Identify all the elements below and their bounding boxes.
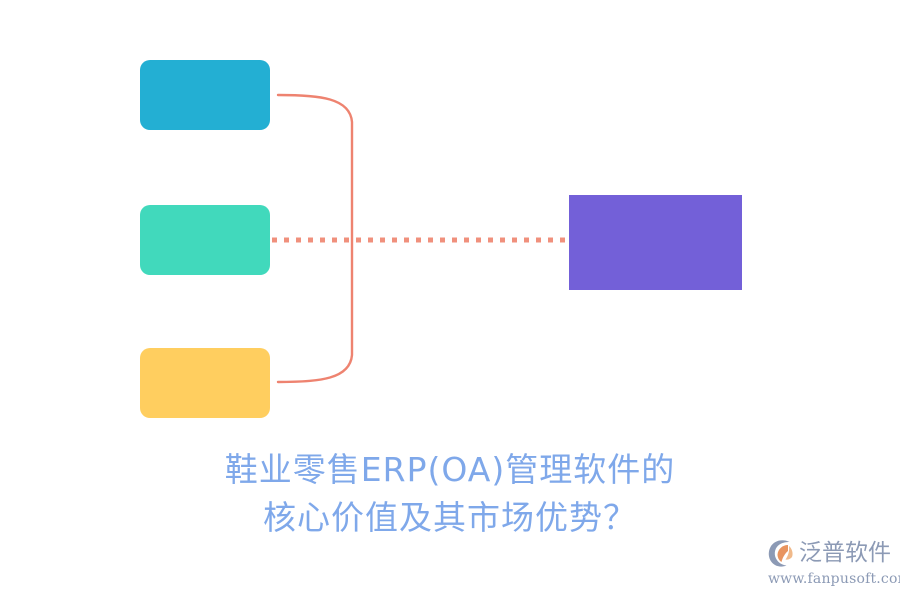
brand-logo-row: 泛普软件 [766, 536, 892, 570]
brand-name: 泛普软件 [799, 540, 891, 566]
node-blue[interactable] [140, 60, 270, 130]
page-title: 鞋业零售ERP(OA)管理软件的 核心价值及其市场优势？ [0, 446, 900, 542]
page-title-line-2: 核心价值及其市场优势？ [263, 498, 637, 537]
brace-connector [276, 93, 354, 384]
node-purple[interactable] [569, 195, 742, 290]
fanpu-logo-icon [768, 540, 793, 567]
brand-logo: 泛普软件 www.fanpusoft.com [766, 536, 900, 590]
brand-url: www.fanpusoft.com [768, 571, 900, 587]
node-green[interactable] [140, 205, 270, 275]
node-yellow[interactable] [140, 348, 270, 418]
page-title-line-1: 鞋业零售ERP(OA)管理软件的 [224, 450, 676, 489]
